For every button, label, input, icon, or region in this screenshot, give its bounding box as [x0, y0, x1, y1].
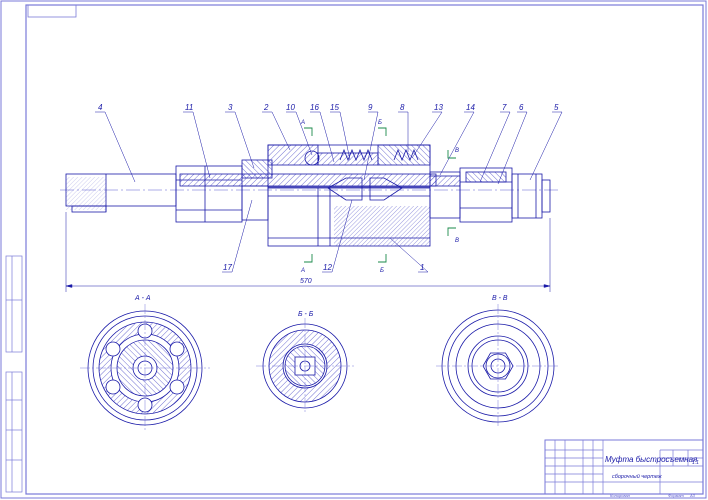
label-part-3: 3	[228, 103, 233, 112]
svg-text:В: В	[455, 148, 459, 154]
svg-text:В: В	[455, 238, 459, 244]
section-b-view	[256, 318, 354, 414]
label-part-7: 7	[502, 103, 507, 112]
title-block-copied: Копировал	[610, 493, 631, 498]
label-part-11: 11	[185, 103, 193, 112]
label-part-16: 16	[310, 103, 319, 112]
left-margin-strip	[5, 255, 23, 493]
part-10-ball	[304, 150, 320, 166]
section-marker-letters: А А Б Б В В	[300, 120, 459, 274]
title-block-subtitle: сборочный чертеж	[612, 473, 662, 480]
part-15-spring	[339, 148, 373, 162]
label-part-2: 2	[263, 103, 269, 112]
label-part-1: 1	[420, 263, 424, 272]
svg-text:Б: Б	[378, 120, 382, 126]
part-labels: 4 11 3 2 10 16 15 9 8 13 14 7 6 5 17 12 …	[98, 103, 559, 272]
label-part-10: 10	[286, 103, 295, 112]
section-v-view	[436, 304, 560, 428]
label-part-12: 12	[323, 263, 332, 272]
title-block-format-value: А3	[689, 493, 696, 498]
label-part-5: 5	[554, 103, 559, 112]
title-block-scale: 1:1	[692, 460, 699, 466]
svg-text:Б: Б	[380, 268, 384, 274]
section-markers	[304, 127, 456, 263]
overall-dimension	[65, 212, 551, 292]
label-part-9: 9	[368, 103, 373, 112]
section-a-title: А - А	[134, 295, 151, 302]
label-part-6: 6	[519, 103, 524, 112]
section-b-title: Б - Б	[298, 311, 314, 318]
main-assembly-view	[60, 144, 560, 247]
label-part-17: 17	[223, 263, 232, 272]
svg-text:А: А	[300, 120, 305, 126]
label-part-8: 8	[400, 103, 405, 112]
dimension-value: 570	[300, 278, 312, 285]
label-part-14: 14	[466, 103, 475, 112]
part-5-end-cap	[511, 173, 543, 219]
label-part-15: 15	[330, 103, 339, 112]
part-leaders	[95, 111, 563, 273]
title-block-format-label: Формат	[668, 493, 685, 498]
svg-text:А: А	[300, 268, 305, 274]
part-3-body-section	[179, 173, 437, 187]
label-part-4: 4	[98, 103, 103, 112]
title-block-name: Муфта быстросъемная	[605, 455, 698, 464]
title-block	[544, 439, 704, 495]
section-a-view	[80, 304, 210, 432]
part-13-spring	[393, 148, 419, 162]
part-2-sleeve	[267, 144, 431, 188]
section-v-title: В - В	[492, 295, 508, 302]
label-part-13: 13	[434, 103, 443, 112]
